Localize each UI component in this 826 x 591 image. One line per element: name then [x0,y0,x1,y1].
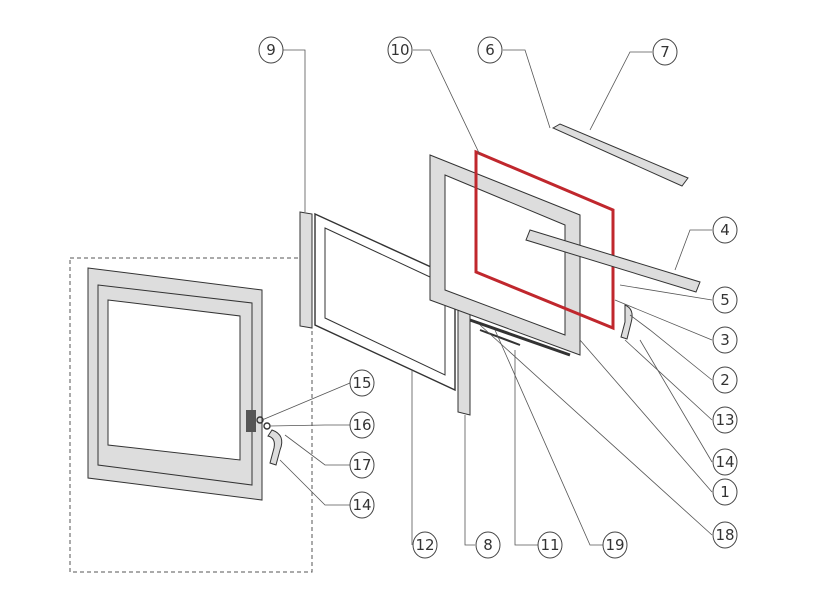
callout-label: 9 [266,41,276,59]
callout-circle [349,369,375,397]
gasket-10 [474,149,615,331]
callout-label: 5 [720,291,730,309]
top-rail-7 [551,123,689,187]
callout-label: 2 [720,371,730,389]
callout-circle [258,36,284,64]
callout-label: 7 [660,43,670,61]
callout-label: 18 [715,526,734,544]
callout-circle [349,451,375,479]
callout-5: 5 [712,286,738,314]
callout-4: 4 [712,216,738,244]
callout-label: 4 [720,221,730,239]
callout-14: 14 [349,491,375,519]
leader-lines [261,49,713,546]
callout-8: 8 [475,531,501,559]
bottom-bar-4 [525,229,701,293]
callout-circle [712,521,738,549]
callout-label: 19 [605,536,624,554]
callout-label: 14 [715,453,734,471]
callout-label: 6 [485,41,495,59]
callout-2: 2 [712,366,738,394]
callout-17: 17 [349,451,375,479]
assembled-door [87,267,263,501]
callout-12: 12 [412,531,438,559]
callout-circle [602,531,628,559]
assembly-dashed-box [69,257,313,573]
callout-circle [349,411,375,439]
callout-circle [477,36,503,64]
callout-label: 17 [352,456,371,474]
callout-6: 6 [477,36,503,64]
callout-label: 16 [352,416,371,434]
callout-1: 1 [712,478,738,506]
callout-circle [712,286,738,314]
callout-circle [537,531,563,559]
callout-label: 13 [715,411,734,429]
callout-circle [712,478,738,506]
callout-label: 1 [720,483,730,501]
callout-circle [475,531,501,559]
callout-19: 19 [602,531,628,559]
callout-13: 13 [712,406,738,434]
callout-11: 11 [537,531,563,559]
callout-circle [652,38,678,66]
callout-label: 12 [415,536,434,554]
callout-18: 18 [712,521,738,549]
callout-circle [387,36,413,64]
callout-9: 9 [258,36,284,64]
callout-circle [712,448,738,476]
side-trim-9 [299,211,313,329]
callout-10: 10 [387,36,413,64]
callout-14: 14 [712,448,738,476]
callout-circle [712,366,738,394]
callout-label: 11 [540,536,559,554]
callout-circle [712,216,738,244]
callout-circle [349,491,375,519]
callout-3: 3 [712,326,738,354]
callout-circle [712,406,738,434]
callout-label: 3 [720,331,730,349]
handle-right-part [620,304,633,340]
callout-label: 8 [483,536,493,554]
glass-12 [314,212,456,392]
callout-circle [412,531,438,559]
callout-15: 15 [349,369,375,397]
callout-label: 14 [352,496,371,514]
callout-7: 7 [652,38,678,66]
callout-circle [712,326,738,354]
callout-label: 15 [352,374,371,392]
callout-16: 16 [349,411,375,439]
callout-label: 10 [390,41,409,59]
